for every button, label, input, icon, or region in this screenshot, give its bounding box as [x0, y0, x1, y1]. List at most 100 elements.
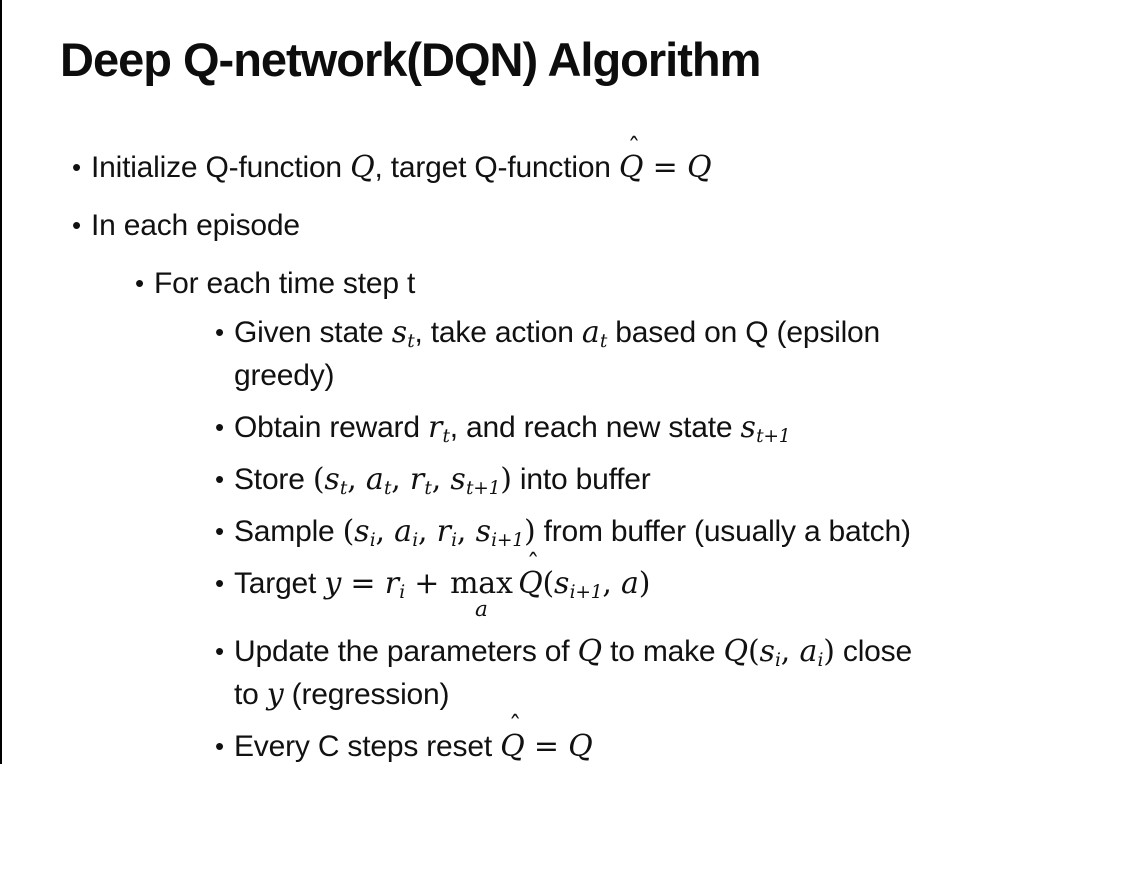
- hat-base: Q: [618, 150, 644, 185]
- bullet-text: Obtain reward rt, and reach new state st…: [234, 406, 1116, 449]
- math-operator: =: [341, 566, 385, 601]
- math-variable: s: [740, 410, 756, 445]
- math-operator: ,: [780, 633, 800, 669]
- math-subscript: i+1: [491, 530, 524, 552]
- bullet-item: •Given state st, take action at based on…: [0, 311, 1116, 397]
- math-operator: (: [342, 514, 355, 549]
- math-variable: s: [759, 633, 775, 669]
- max-underscript: a: [475, 597, 488, 622]
- math-operator: ,: [431, 462, 451, 497]
- bullet-marker-icon: •: [215, 635, 225, 666]
- math-subscript: i: [817, 649, 824, 671]
- math-variable: s: [450, 462, 466, 497]
- plain-text: Initialize Q-function: [91, 151, 351, 184]
- math-variable: r: [427, 410, 443, 445]
- hat-accent: ˆ: [526, 548, 540, 579]
- math-variable: s: [324, 462, 340, 497]
- plain-text: Obtain reward: [234, 411, 428, 444]
- math-variable: Q: [568, 728, 593, 764]
- plain-text: , and reach new state: [449, 411, 741, 444]
- plain-text: to make: [601, 634, 724, 668]
- bullet-marker-icon: •: [72, 152, 82, 182]
- math-subscript: t+1: [465, 478, 501, 500]
- slide-title: Deep Q-network(DQN) Algorithm: [60, 33, 761, 86]
- hat-base: Q: [518, 566, 543, 601]
- bullet-marker-icon: •: [215, 412, 225, 442]
- bullet-item: • Store (st, at, rt, st+1) into buffer: [0, 458, 1116, 501]
- math-variable: a: [365, 462, 384, 497]
- math-subscript: i: [399, 582, 405, 604]
- plain-text: based on Q (epsilon: [607, 316, 881, 349]
- bullet-marker-icon: •: [215, 317, 225, 347]
- hat-accent: ˆ: [508, 711, 522, 742]
- bullet-marker-icon: •: [135, 268, 145, 298]
- bullet-item: •In each episode: [0, 204, 1116, 247]
- math-subscript: t: [599, 331, 608, 353]
- plain-text: from buffer (usually a batch): [535, 515, 911, 548]
- bullet-text: Sample (si, ai, ri, si+1) from buffer (u…: [234, 510, 1116, 553]
- math-variable: s: [475, 514, 491, 549]
- math-operator: ,: [347, 462, 366, 497]
- bullet-marker-icon: •: [215, 730, 225, 761]
- math-operator: (: [542, 566, 555, 601]
- math-subscript: t: [339, 478, 348, 500]
- math-operator: =: [524, 728, 569, 764]
- math-variable: y: [324, 566, 342, 601]
- bullet-item: •Update the parameters of Q to make Q(si…: [0, 630, 1116, 716]
- plain-text: For each time step t: [154, 267, 416, 300]
- math-subscript: t+1: [756, 426, 791, 448]
- plain-text: In each episode: [91, 209, 300, 242]
- math-variable: Q: [577, 633, 603, 669]
- math-operator: ): [638, 566, 651, 601]
- math-operator: ,: [375, 514, 395, 549]
- math-subscript: i: [369, 530, 376, 552]
- bullet-marker-icon: •: [215, 464, 225, 494]
- math-operator: ,: [456, 514, 476, 549]
- max-base: max: [450, 566, 513, 601]
- bullet-list: •Initialize Q-function Q, target Q-funct…: [0, 135, 1116, 777]
- bullet-item: •Sample (si, ai, ri, si+1) from buffer (…: [0, 510, 1116, 553]
- bullet-text: In each episode: [91, 204, 1116, 247]
- bullet-text: Given state st, take action at based on …: [234, 311, 1116, 397]
- math-variable: Q: [686, 150, 712, 185]
- plain-text: into buffer: [511, 463, 651, 496]
- math-subscript: i: [775, 649, 781, 671]
- slide-frame-left-border: [0, 0, 2, 764]
- math-subscript: t: [442, 426, 450, 448]
- plain-text: Target: [234, 567, 325, 600]
- bullet-text: Initialize Q-function Q, target Q-functi…: [91, 135, 1116, 189]
- math-subscript: i+1: [569, 582, 603, 604]
- math-variable: a: [581, 315, 600, 350]
- math-operator: ,: [391, 462, 410, 497]
- math-subscript: i: [451, 530, 457, 552]
- bullet-item: • For each time step t: [0, 262, 1116, 305]
- plain-text: to: [234, 677, 267, 711]
- math-operator: (: [747, 633, 760, 669]
- plain-text: , target Q-function: [374, 151, 619, 184]
- plain-text: Given state: [234, 316, 392, 349]
- bullet-marker-icon: •: [215, 516, 225, 546]
- math-operator: ): [823, 633, 835, 669]
- bullet-item: • Obtain reward rt, and reach new state s…: [0, 406, 1116, 449]
- math-operator: ,: [602, 566, 622, 601]
- math-operator: (: [312, 462, 325, 497]
- math-variable: r: [384, 566, 399, 601]
- bullet-text: Store (st, at, rt, st+1) into buffer: [234, 458, 1116, 501]
- plain-text: close: [834, 634, 912, 668]
- hat-base: Q: [500, 728, 525, 764]
- math-variable: y: [266, 676, 284, 712]
- hat-accent: ˆ: [627, 132, 641, 163]
- math-subscript: t: [407, 331, 415, 353]
- plain-text: (regression): [283, 677, 450, 711]
- math-variable: s: [391, 315, 407, 350]
- math-subscript: t: [424, 478, 432, 500]
- math-operator: =: [643, 150, 687, 185]
- math-operator: ,: [417, 514, 437, 549]
- math-subscript: i: [412, 530, 418, 552]
